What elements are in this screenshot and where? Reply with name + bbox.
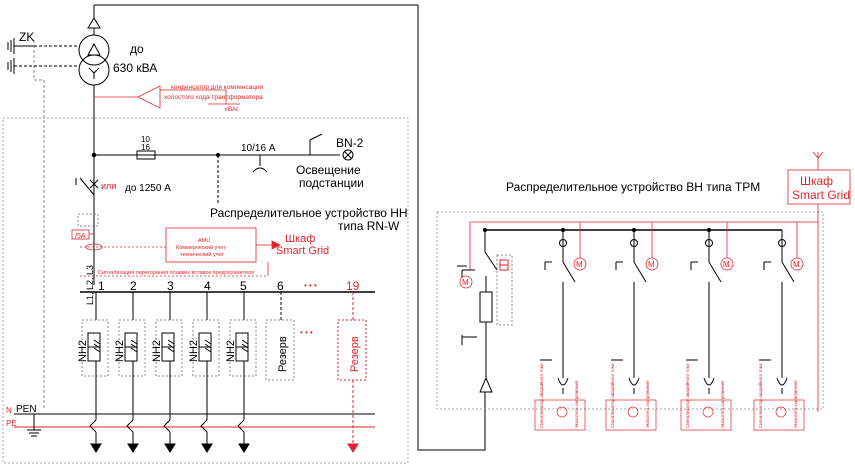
busbar-label: L1, L2, L3: [85, 265, 95, 305]
feeder-number-19: 19: [346, 279, 360, 293]
reserve-label-19: Резерв: [349, 336, 361, 372]
motor-label-cell-4: M: [723, 260, 730, 269]
transformer-secondary-winding: [78, 54, 110, 86]
lv-feeder-6-reserve: [265, 292, 295, 381]
metering-section: [71, 227, 281, 263]
hv-voltage-indicator-2: Указатель напряжения: [645, 380, 650, 428]
fuse-bottom-value: 16: [141, 143, 150, 152]
hv-incoming-arrow: [87, 17, 101, 29]
lighting-branch: [91, 133, 354, 205]
pen-label: PEN: [16, 404, 37, 415]
nh2-label-2: NH2: [114, 340, 126, 362]
motor-icon-cell-5: [790, 257, 804, 271]
lamp-icon: [342, 149, 354, 161]
main-breaker: [75, 177, 99, 227]
hv-indicators: [534, 399, 805, 431]
hv-cable-cell-3: [611, 227, 647, 394]
lighting-fuse-rating: 10/16 А: [241, 143, 276, 154]
feeder-ellipsis-top: • • •: [304, 281, 317, 290]
nh2-label-5: NH2: [225, 340, 237, 362]
capacitor-unit: кВАг: [225, 106, 239, 113]
lv-switchboard-title-2: типа RN-W: [338, 219, 400, 233]
hv-feeder-cable: [94, 4, 486, 451]
lv-feeder-19-reserve: [337, 292, 367, 453]
lighting-label-2: подстанции: [299, 176, 364, 190]
hv-fault-indicator-1: Сигнализатор аварийного тока: [538, 363, 544, 428]
hv-switchgear-title: Распределительное устройство ВН типа TPM: [506, 180, 760, 194]
motor-icon-cell-4: [720, 257, 734, 271]
lighting-label-1: Освещение: [296, 163, 361, 177]
hv-cable-cell-4: [686, 227, 722, 394]
lv-feeder-3: [155, 292, 183, 453]
hv-voltage-indicator-3: Указатель напряжения: [720, 380, 725, 428]
zk-label: ZK: [19, 30, 34, 44]
lv-feeder-1: [81, 292, 109, 453]
hv-switchgear-frame: [436, 211, 824, 410]
motor-operators: [573, 222, 804, 271]
smart-grid-lv-1: Шкаф: [285, 233, 315, 245]
transformer-do-label: до: [130, 42, 144, 56]
hv-fault-indicator-4: Сигнализатор аварийного тока: [757, 363, 763, 428]
capacitor-symbol: [94, 85, 240, 109]
reserve-label-6: Резерв: [277, 336, 289, 372]
n-label: N: [6, 406, 12, 415]
hv-voltage-indicator-1: Указатель напряжения: [574, 380, 579, 428]
smart-grid-hv-1: Шкаф: [800, 174, 833, 188]
feeder-number-5: 5: [240, 279, 247, 293]
hv-fault-indicator-3: Сигнализатор аварийного тока: [684, 363, 690, 428]
motor-label-cell-1: M: [462, 278, 469, 287]
capacitor-description-2: холостого хода трансформатора: [164, 94, 263, 101]
fuse-signalling-label: Сигнализация перегорания плавких вставок…: [98, 270, 254, 276]
breaker-or-label: или: [101, 181, 116, 191]
smart-grid-lv-2: Smart Grid: [276, 245, 329, 257]
hv-cable-cell-5: [759, 230, 795, 394]
amu-line-2: Коммерческий учет,: [176, 244, 227, 251]
feeder-number-2: 2: [130, 279, 137, 293]
lv-switchboard-title-1: Распределительное устройство НН: [210, 206, 408, 220]
zk-earthing: [7, 38, 79, 410]
lv-feeder-2: [118, 292, 146, 453]
smart-grid-antenna: [787, 151, 851, 412]
feeder-number-1: 1: [98, 279, 105, 293]
lv-feeder-4: [192, 292, 220, 453]
transformer-power-label: 630 кВА: [113, 61, 157, 75]
hv-cable-cell-2: [540, 227, 576, 394]
bn2-label: BN-2: [336, 136, 364, 150]
smart-grid-hv-2: Smart Grid: [792, 188, 850, 202]
nh2-label-1: NH2: [77, 340, 89, 362]
pen-section: [14, 413, 375, 437]
amu-line-3: технический учет: [180, 251, 224, 258]
lv-switchboard-frame: [2, 117, 409, 464]
fuse-top-value: 10: [141, 135, 150, 144]
pe-label: PE: [6, 419, 17, 428]
hv-transformer-cell: [457, 227, 513, 393]
feeder-number-4: 4: [204, 279, 211, 293]
lv-feeder-5: [229, 292, 257, 453]
motor-label-cell-5: M: [793, 260, 800, 269]
motor-label-cell-3: M: [648, 260, 655, 269]
motor-icon-cell-1: [459, 275, 473, 289]
motor-icon-cell-2: [573, 257, 587, 271]
motor-icon-cell-3: [645, 257, 659, 271]
amu-title: АМU: [198, 238, 210, 244]
breaker-rating: до 1250 А: [125, 183, 171, 194]
hv-fault-indicator-2: Сигнализатор аварийного тока: [609, 363, 615, 428]
transformer-section: [78, 4, 486, 451]
feeder-ellipsis-mid: • • •: [300, 328, 313, 337]
ct-ratio: /5A: [75, 233, 86, 240]
feeder-number-6: 6: [277, 279, 284, 293]
feeder-number-3: 3: [167, 279, 174, 293]
nh2-label-4: NH2: [188, 340, 200, 362]
motor-label-cell-2: M: [576, 260, 583, 269]
nh2-label-3: NH2: [151, 340, 163, 362]
transformer-primary-winding: [78, 34, 110, 66]
capacitor-description-1: конденсатор для компенсации: [171, 84, 264, 91]
hv-voltage-indicator-4: Указатель напряжения: [793, 380, 798, 428]
